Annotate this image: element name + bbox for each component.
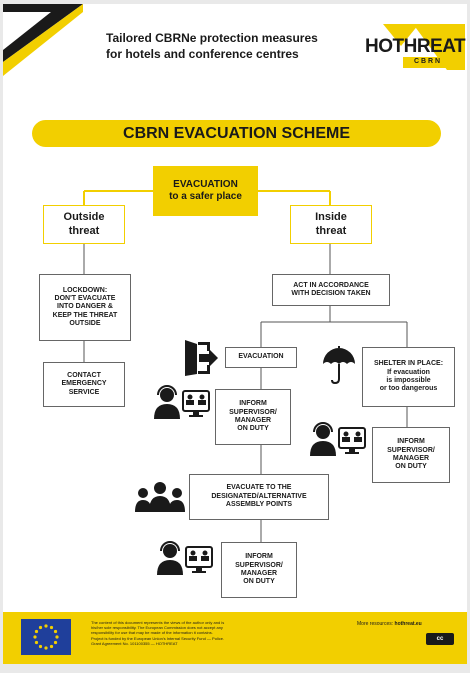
assembly-points-label: EVACUATE TO THE DESIGNATED/ALTERNATIVE A… <box>211 484 307 509</box>
eu-star <box>53 629 58 634</box>
eu-star <box>53 640 58 645</box>
hothreat-logo: HOTHREAT C B R N <box>363 24 466 70</box>
eu-star <box>55 635 59 639</box>
contact-emergency-box: CONTACT EMERGENCY SERVICE <box>43 362 125 407</box>
eu-star <box>38 625 43 630</box>
act-accordance-label: ACT IN ACCORDANCE WITH DECISION TAKEN <box>291 281 371 297</box>
inform-supervisor-box-1: INFORM SUPERVISOR/ MANAGER ON DUTY <box>215 389 291 445</box>
eu-star <box>34 629 39 634</box>
contact-emergency-label: CONTACT EMERGENCY SERVICE <box>61 371 107 396</box>
umbrella-icon <box>323 346 355 385</box>
exit-door-icon <box>185 340 218 376</box>
outside-threat-box: Outside threat <box>43 205 125 244</box>
shelter-in-place-label: SHELTER IN PLACE: If evacuation is impos… <box>373 360 444 393</box>
header-subtitle: Tailored CBRNe protection measures for h… <box>106 31 318 62</box>
eu-star <box>33 635 37 639</box>
connector-lines <box>83 190 408 542</box>
people-group-icon <box>135 482 185 512</box>
footer-bar: The content of this document represents … <box>3 612 467 664</box>
shelter-in-place-box: SHELTER IN PLACE: If evacuation is impos… <box>362 347 455 407</box>
eu-star <box>49 625 54 630</box>
eu-star <box>38 644 43 649</box>
inform-supervisor-label-2: INFORM SUPERVISOR/ MANAGER ON DUTY <box>387 438 435 471</box>
lockdown-box: LOCKDOWN: DON'T EVACUATE INTO DANGER & K… <box>39 274 131 341</box>
creative-commons-icon: cc <box>426 633 454 645</box>
inform-supervisor-label-3: INFORM SUPERVISOR/ MANAGER ON DUTY <box>235 553 283 586</box>
cc-label: cc <box>436 636 444 642</box>
eu-star <box>44 646 48 650</box>
inform-supervisor-box-2: INFORM SUPERVISOR/ MANAGER ON DUTY <box>372 427 450 483</box>
corner-decoration <box>3 4 83 76</box>
eu-star <box>44 624 48 628</box>
act-accordance-box: ACT IN ACCORDANCE WITH DECISION TAKEN <box>272 274 390 306</box>
inside-threat-box: Inside threat <box>290 205 372 244</box>
operator-phone-icon <box>154 385 210 419</box>
eu-star <box>49 644 54 649</box>
inform-supervisor-box-3: INFORM SUPERVISOR/ MANAGER ON DUTY <box>221 542 297 598</box>
resources-link[interactable]: hothreat.eu <box>394 621 422 627</box>
logo-subtext: C B R N <box>413 58 441 65</box>
logo-text: HOTHREAT <box>365 36 466 57</box>
operator-phone-icon <box>157 541 213 575</box>
inside-threat-label: Inside threat <box>315 211 347 237</box>
lockdown-label: LOCKDOWN: DON'T EVACUATE INTO DANGER & K… <box>52 286 118 328</box>
evacuation-top-box: EVACUATION to a safer place <box>153 166 258 216</box>
footer-disclaimer: The content of this document represents … <box>91 620 225 646</box>
eu-flag-icon <box>21 619 71 655</box>
eu-star <box>34 640 39 645</box>
page-title: CBRN EVACUATION SCHEME <box>32 120 441 147</box>
inform-supervisor-label-1: INFORM SUPERVISOR/ MANAGER ON DUTY <box>229 400 277 433</box>
operator-phone-icon <box>310 422 366 456</box>
resources-label: More resources: <box>357 621 394 627</box>
assembly-points-box: EVACUATE TO THE DESIGNATED/ALTERNATIVE A… <box>189 474 329 520</box>
evacuation-top-label: EVACUATION to a safer place <box>169 179 242 202</box>
evacuation-label: EVACUATION <box>238 353 284 361</box>
footer-resources: More resources: hothreat.eu <box>357 621 422 627</box>
evacuation-box: EVACUATION <box>225 347 297 368</box>
poster: Tailored CBRNe protection measures for h… <box>3 4 467 664</box>
eu-stars <box>33 624 59 650</box>
outside-threat-label: Outside threat <box>63 211 105 237</box>
logo-mark-icon <box>383 24 465 70</box>
